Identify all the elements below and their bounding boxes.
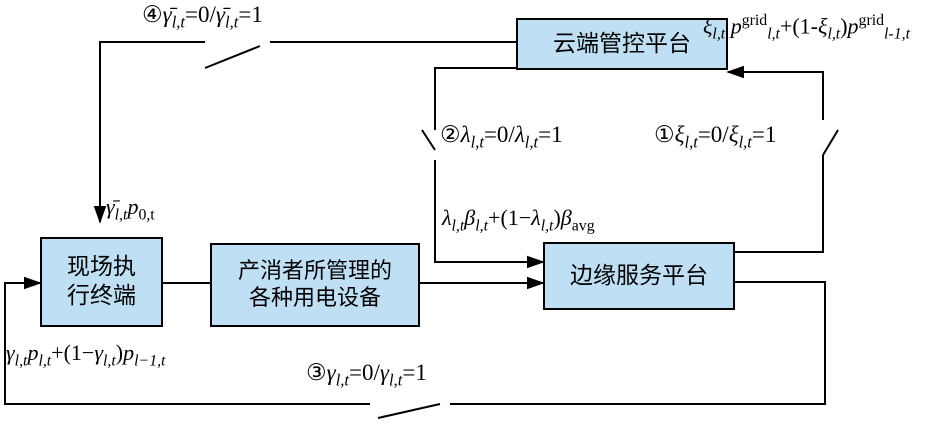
switch3-blade [377,403,441,419]
switch2-label: ②λl,t=0/λl,t=1 [440,122,563,152]
cloud-platform-label: 云端管控平台 [553,30,691,57]
field-terminal-box: 现场执 行终端 [40,237,163,327]
switch1-label: ①ξl,t=0/ξl,t=1 [654,122,777,152]
devices-label: 产消者所管理的 各种用电设备 [237,258,392,312]
edge-platform-label: 边缘服务平台 [570,262,708,289]
wire-switch1-to-cloud [726,65,824,120]
wire-cloud-to-switch2 [434,67,516,130]
wire-switch3-to-terminal [4,276,370,405]
switch4-blade [204,45,261,69]
wire-edge-to-switch1 [735,155,824,253]
cloud-platform-box: 云端管控平台 [516,18,728,70]
wire-switch4-to-terminal [93,41,205,224]
devices-box: 产消者所管理的 各种用电设备 [210,243,420,327]
edge-platform-box: 边缘服务平台 [543,242,735,310]
field-terminal-label: 现场执 行终端 [67,254,136,309]
terminal-feedback-formula: γl,tpl,t+(1−γl,t)pl−1,t [6,340,166,370]
wire-edge-to-switch3 [450,281,826,405]
edge-input-formula: λl,tβl,t+(1−λl,t)βavg [442,205,595,235]
wire-switch2-to-edge [434,160,545,269]
switch1-blade [822,129,839,156]
switch2-blade [421,129,436,151]
switch4-label: ④γ̄l,t=0/γ̄l,t=1 [142,2,263,32]
terminal-input-formula: γ̄l,tp0,t [106,194,155,224]
switch3-label: ③γl,t=0/γl,t=1 [306,360,427,390]
cloud-input-formula: ξl,t pgridl,t+(1-ξl,t)pgridl-1,t [703,12,910,43]
